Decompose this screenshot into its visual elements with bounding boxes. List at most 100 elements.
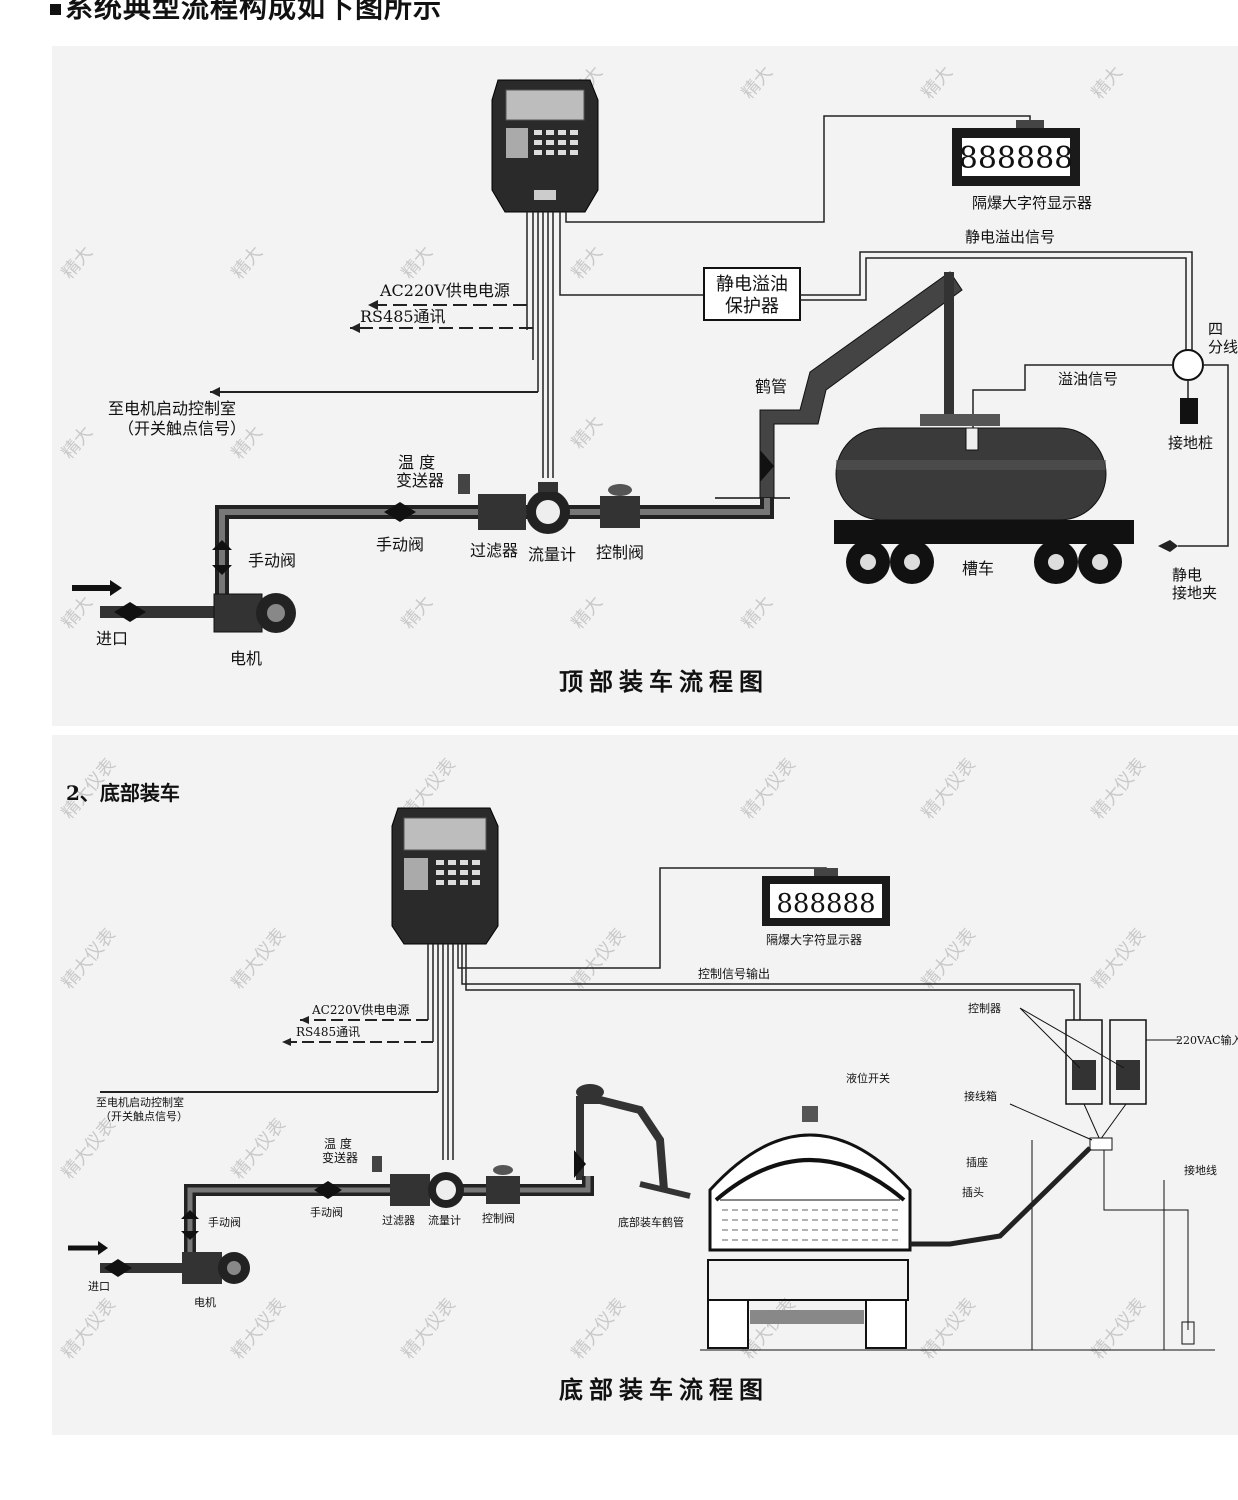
- manual-valve-label: 手动阀: [310, 1205, 343, 1219]
- svg-text:精大: 精大: [398, 592, 437, 633]
- four-way-splitter: [1172, 349, 1204, 381]
- power-rs485-lines: [100, 1019, 438, 1093]
- tank-truck: [834, 414, 1134, 584]
- filter-label: 过滤器: [470, 541, 518, 560]
- bottom-pipeline: [68, 1156, 594, 1284]
- static-clip-label-1: 静电: [1172, 566, 1202, 584]
- bottom-loading-diagram: 精大仪表 精大仪表 精大仪表 精大仪表 精大仪表 精大仪表 精大仪表 精大仪表 …: [52, 735, 1238, 1435]
- svg-text:精大仪表: 精大仪表: [918, 925, 980, 994]
- static-clip-icon: [1158, 540, 1178, 552]
- svg-text:精大: 精大: [228, 242, 267, 283]
- temp-transmitter-label-1: 温 度: [398, 453, 435, 472]
- ground-wire-label: 接地线: [1184, 1163, 1217, 1177]
- power-label: AC220V供电电源: [379, 281, 510, 300]
- svg-text:精大仪表: 精大仪表: [1088, 925, 1150, 994]
- svg-text:精大: 精大: [58, 242, 97, 283]
- static-overflow-signal: 静电溢出信号: [965, 228, 1055, 246]
- temp-transmitter-label-1: 温 度: [324, 1136, 352, 1151]
- top-diagram-caption: 顶部装车流程图: [559, 668, 769, 696]
- overflow-signal: 溢油信号: [1058, 370, 1118, 388]
- bottom-arm-label: 底部装车鹤管: [618, 1215, 684, 1229]
- motor-room-sublabel: （开关触点信号）: [118, 419, 246, 438]
- svg-text:精大: 精大: [58, 422, 97, 463]
- protector-label-1: 静电溢油: [716, 274, 788, 295]
- top-diagram-svg: 精大 精大 精大 精大 精大 精大 精大 精大 精大 精大 精大 精大 精大 精…: [58, 62, 1238, 696]
- svg-text:精大: 精大: [58, 592, 97, 633]
- temp-transmitter-label-2: 变送器: [322, 1150, 358, 1165]
- bottom-diagram-caption: 底部装车流程图: [559, 1376, 769, 1404]
- svg-text:精大仪表: 精大仪表: [568, 925, 630, 994]
- filter-label: 过滤器: [382, 1214, 415, 1227]
- batch-controller: [491, 79, 599, 213]
- svg-text:精大: 精大: [398, 242, 437, 283]
- svg-text:精大仪表: 精大仪表: [1088, 1295, 1150, 1364]
- display-digits: 888888: [959, 141, 1074, 176]
- manual-valve-vertical-label: 手动阀: [208, 1215, 241, 1229]
- ground-wire: [700, 1140, 1215, 1351]
- top-pipeline: [72, 474, 774, 633]
- crane-pipe: [715, 271, 963, 499]
- explosion-proof-display: 888888: [952, 120, 1080, 186]
- cable-bundle: [526, 115, 1031, 478]
- svg-text:精大仪表: 精大仪表: [568, 1295, 630, 1364]
- svg-text:精大: 精大: [918, 62, 957, 103]
- page-title-text: 系统典型流程构成如下图所示: [65, 0, 443, 24]
- four-way-label-1: 四: [1208, 320, 1223, 338]
- bottom-diagram-svg: 精大仪表 精大仪表 精大仪表 精大仪表 精大仪表 精大仪表 精大仪表 精大仪表 …: [58, 755, 1238, 1404]
- manual-valve-vertical-label: 手动阀: [248, 551, 296, 570]
- svg-text:精大: 精大: [1088, 62, 1127, 103]
- static-overflow-protector: [703, 267, 801, 321]
- rs485-label: RS485通讯: [296, 1025, 360, 1039]
- plug-label: 插头: [962, 1185, 984, 1199]
- svg-text:精大: 精大: [738, 62, 777, 103]
- top-loading-diagram: 精大 精大 精大 精大 精大 精大 精大 精大 精大 精大 精大 精大 精大 精…: [52, 46, 1238, 726]
- display-digits: 888888: [776, 889, 875, 919]
- four-way-label-2: 分线: [1208, 338, 1238, 356]
- svg-text:精大仪表: 精大仪表: [58, 1115, 120, 1184]
- explosion-proof-display: 888888: [762, 868, 890, 926]
- ground-pile: [1180, 398, 1198, 424]
- controller-label: 控制器: [968, 1001, 1001, 1015]
- tank-truck-section: [707, 1106, 1092, 1349]
- power-label: AC220V供电电源: [311, 1003, 409, 1017]
- svg-text:精大: 精大: [568, 592, 607, 633]
- socket-label: 插座: [966, 1155, 988, 1169]
- svg-text:精大仪表: 精大仪表: [58, 925, 120, 994]
- svg-text:精大仪表: 精大仪表: [738, 755, 800, 824]
- bottom-loading-arm: [574, 1084, 691, 1199]
- power-rs485-lines: [210, 304, 538, 393]
- inlet-label: 进口: [96, 629, 128, 648]
- svg-text:精大仪表: 精大仪表: [918, 755, 980, 824]
- motor-label: 电机: [194, 1295, 216, 1309]
- svg-text:精大: 精大: [568, 412, 607, 453]
- junction-box-pointer: [1009, 1103, 1093, 1141]
- motor-label: 电机: [230, 649, 262, 668]
- temp-transmitter-label-2: 变送器: [396, 471, 444, 490]
- vac-input-label: 220VAC输入: [1176, 1033, 1238, 1047]
- protector-wiring: [800, 251, 1193, 350]
- static-clip-label-2: 接地夹: [1172, 584, 1217, 602]
- motor-room-sublabel: （开关触点信号）: [100, 1109, 188, 1123]
- splitter-wiring: [972, 364, 1229, 547]
- batch-controller: [391, 807, 499, 945]
- svg-text:精大: 精大: [738, 592, 777, 633]
- display-label: 隔爆大字符显示器: [766, 932, 862, 947]
- cable-bundle: [427, 867, 1081, 1160]
- ground-pile-label: 接地桩: [1168, 434, 1213, 452]
- svg-text:精大仪表: 精大仪表: [228, 1295, 290, 1364]
- control-valve-label: 控制阀: [596, 543, 644, 562]
- manual-valve-label: 手动阀: [376, 535, 424, 554]
- level-switch-label: 液位开关: [846, 1071, 890, 1085]
- svg-text:精大: 精大: [568, 242, 607, 283]
- svg-text:精大仪表: 精大仪表: [1088, 755, 1150, 824]
- svg-text:精大仪表: 精大仪表: [398, 1295, 460, 1364]
- flowmeter-label: 流量计: [528, 545, 576, 564]
- svg-text:精大仪表: 精大仪表: [58, 1295, 120, 1364]
- junction-box-label: 接线箱: [964, 1089, 997, 1103]
- protector-label-2: 保护器: [725, 296, 779, 317]
- svg-text:精大仪表: 精大仪表: [228, 925, 290, 994]
- svg-text:精大仪表: 精大仪表: [228, 1115, 290, 1184]
- motor-room-label: 至电机启动控制室: [108, 399, 236, 418]
- control-output-label: 控制信号输出: [698, 966, 770, 981]
- flowmeter-label: 流量计: [428, 1213, 461, 1227]
